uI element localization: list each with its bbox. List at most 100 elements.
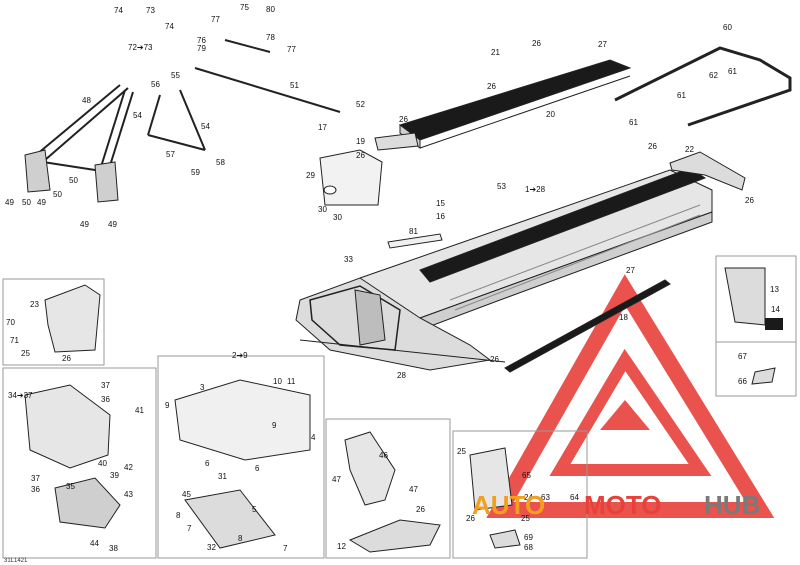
bracket-19 [374, 132, 419, 151]
callout-40: 40 [98, 459, 107, 468]
callout-50b: 50 [69, 176, 78, 185]
callout-59: 59 [191, 168, 200, 177]
callout-74a: 74 [114, 6, 123, 15]
callout-62: 62 [709, 71, 718, 80]
callout-35: 35 [66, 482, 75, 491]
callout-79: 79 [197, 44, 206, 53]
bracket-46 [344, 431, 396, 506]
callout-70: 70 [6, 318, 15, 327]
callout-9a: 9 [165, 401, 170, 410]
callout-63: 63 [541, 493, 550, 502]
bracket-23 [44, 284, 101, 353]
callout-20: 20 [546, 110, 555, 119]
callout-30a: 30 [318, 205, 327, 214]
callout-49d: 49 [108, 220, 117, 229]
callout-26j: 26 [466, 514, 475, 523]
callout-34-37: 34➔37 [8, 391, 33, 400]
callout-77a: 77 [211, 15, 220, 24]
callout-78: 78 [266, 33, 275, 42]
callout-37a: 37 [101, 381, 110, 390]
arms [147, 39, 341, 151]
figure-reference: 31L1421 [4, 558, 28, 564]
callout-labels: 74 73 74 72➔73 75 80 77 76 78 79 77 48 5… [4, 3, 780, 564]
callout-2-9: 2➔9 [232, 351, 248, 360]
callout-49a: 49 [5, 198, 14, 207]
callout-46: 46 [379, 451, 388, 460]
callout-61a: 61 [728, 67, 737, 76]
callout-29: 29 [306, 171, 315, 180]
frame-3 [174, 379, 311, 461]
callout-25a: 25 [21, 349, 30, 358]
callout-54a: 54 [133, 111, 142, 120]
callout-25b: 25 [457, 447, 466, 456]
callout-55: 55 [171, 71, 180, 80]
callout-36b: 36 [31, 485, 40, 494]
callout-7a: 7 [187, 524, 192, 533]
callout-32: 32 [207, 543, 216, 552]
callout-51: 51 [290, 81, 299, 90]
callout-80: 80 [266, 5, 275, 14]
callout-12: 12 [337, 542, 346, 551]
callout-64: 64 [570, 493, 579, 502]
callout-76: 76 [197, 36, 206, 45]
watermark-word-1: AUTO [472, 490, 545, 520]
plate-5 [184, 489, 276, 549]
callout-65: 65 [522, 471, 531, 480]
callout-16: 16 [436, 212, 445, 221]
callout-43: 43 [124, 490, 133, 499]
callout-68: 68 [524, 543, 533, 552]
callout-17: 17 [318, 123, 327, 132]
callout-26f: 26 [745, 196, 754, 205]
callout-58: 58 [216, 158, 225, 167]
callout-1-28: 1➔28 [525, 185, 546, 194]
callout-26g: 26 [490, 355, 499, 364]
callout-6b: 6 [255, 464, 260, 473]
callout-5: 5 [252, 505, 257, 514]
callout-45: 45 [182, 490, 191, 499]
callout-38: 38 [109, 544, 118, 553]
callout-52: 52 [356, 100, 365, 109]
callout-61c: 61 [629, 118, 638, 127]
callout-56: 56 [151, 80, 160, 89]
callout-23: 23 [30, 300, 39, 309]
front-frame-48 [24, 84, 134, 203]
bracket-24 [469, 447, 513, 511]
callout-28: 28 [397, 371, 406, 380]
callout-39: 39 [110, 471, 119, 480]
callout-26i: 26 [416, 505, 425, 514]
callout-26b: 26 [487, 82, 496, 91]
callout-36a: 36 [101, 395, 110, 404]
tunnel-frame [295, 167, 713, 371]
callout-26c: 26 [399, 115, 408, 124]
callout-49c: 49 [80, 220, 89, 229]
watermark-word-3: HUB [704, 490, 760, 520]
callout-8a: 8 [176, 511, 181, 520]
callout-54b: 54 [201, 122, 210, 131]
callout-31: 31 [218, 472, 227, 481]
callout-33: 33 [344, 255, 353, 264]
bracket-35 [54, 477, 121, 529]
callout-11: 11 [287, 377, 296, 386]
watermark-text: AUTO MOTO HUB [472, 490, 760, 520]
callout-14: 14 [771, 305, 780, 314]
callout-41: 41 [135, 406, 144, 415]
callout-57: 57 [166, 150, 175, 159]
callout-60: 60 [723, 23, 732, 32]
callout-50c: 50 [53, 190, 62, 199]
callout-74b: 74 [165, 22, 174, 31]
callout-66: 66 [738, 377, 747, 386]
rail-18 [504, 279, 671, 373]
callout-73: 73 [146, 6, 155, 15]
callout-72-73: 72➔73 [128, 43, 153, 52]
callout-75: 75 [240, 3, 249, 12]
callout-19: 19 [356, 137, 365, 146]
callout-8b: 8 [238, 534, 243, 543]
callout-27b: 27 [626, 266, 635, 275]
callout-27a: 27 [598, 40, 607, 49]
callout-48: 48 [82, 96, 91, 105]
callout-21: 21 [491, 48, 500, 57]
callout-26h: 26 [62, 354, 71, 363]
callout-49b: 49 [37, 198, 46, 207]
callout-44: 44 [90, 539, 99, 548]
callout-47a: 47 [332, 475, 341, 484]
